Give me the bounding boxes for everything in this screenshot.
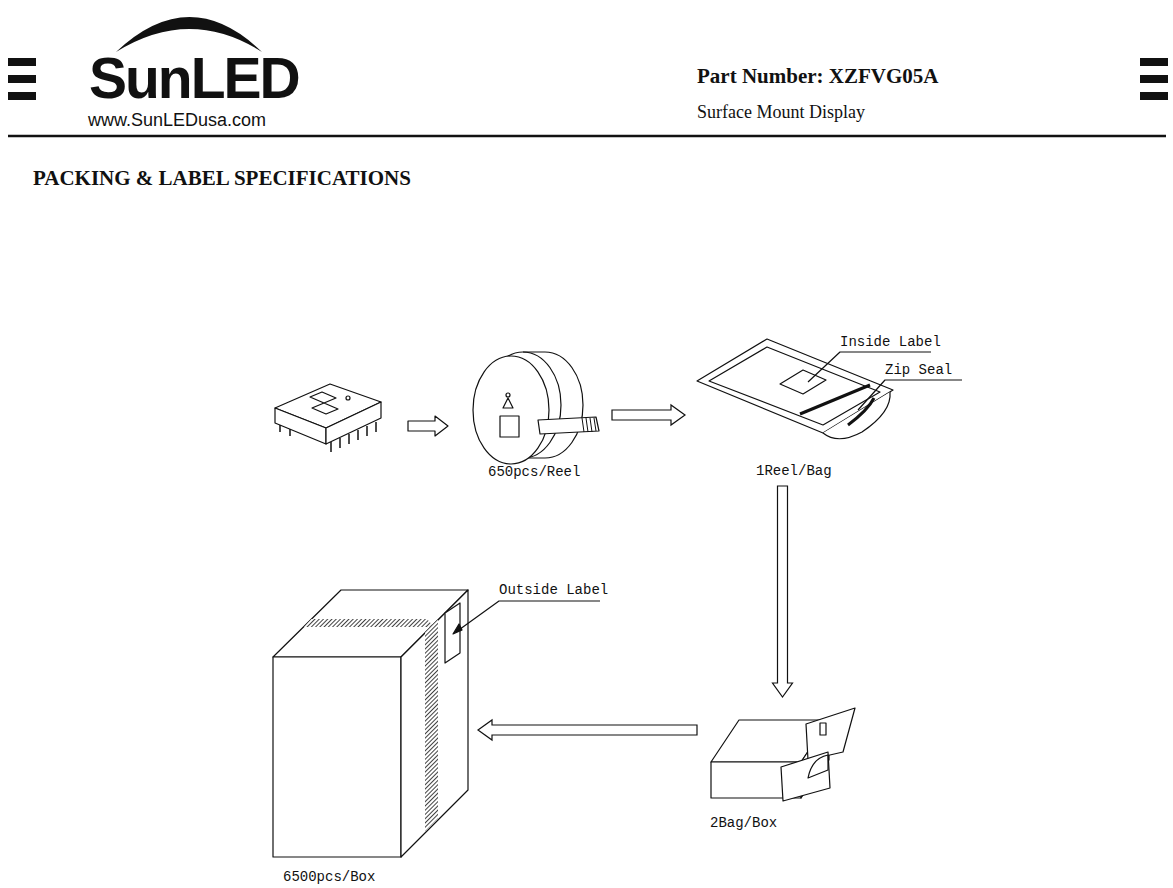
page-title: PACKING & LABEL SPECIFICATIONS [33,168,411,189]
stage-caption: 1Reel/Bag [756,464,832,478]
packing-stage: 1Reel/Bag [693,335,895,478]
callout-label: Outside Label [499,583,608,597]
flow-arrow [478,720,697,740]
packing-stage: 2Bag/Box [705,705,860,830]
reel [473,352,599,464]
display-part [275,384,381,452]
reel-bag [697,339,893,439]
product-type: Surface Mount Display [697,103,865,121]
flow-arrow [612,405,685,425]
stage-caption: 2Bag/Box [710,816,777,830]
flow-arrow [408,416,448,436]
brand-logo: SunLED [89,50,299,107]
logo-arc [116,17,262,52]
inner-box [711,708,855,801]
packing-stage: 6500pcs/Box [270,588,470,884]
callout-label: Zip Seal [885,363,952,377]
outer-box [273,590,468,857]
flow-arrow [773,486,793,697]
website: www.SunLEDusa.com [88,111,266,129]
leader-lines [453,352,962,634]
stage-caption: 650pcs/Reel [488,465,580,479]
packing-stage: 650pcs/Reel [464,352,604,479]
header-rule [8,135,1166,138]
part-number: Part Number: XZFVG05A [697,66,938,87]
callout-label: Inside Label [840,335,941,349]
stage-caption: 6500pcs/Box [283,870,375,884]
